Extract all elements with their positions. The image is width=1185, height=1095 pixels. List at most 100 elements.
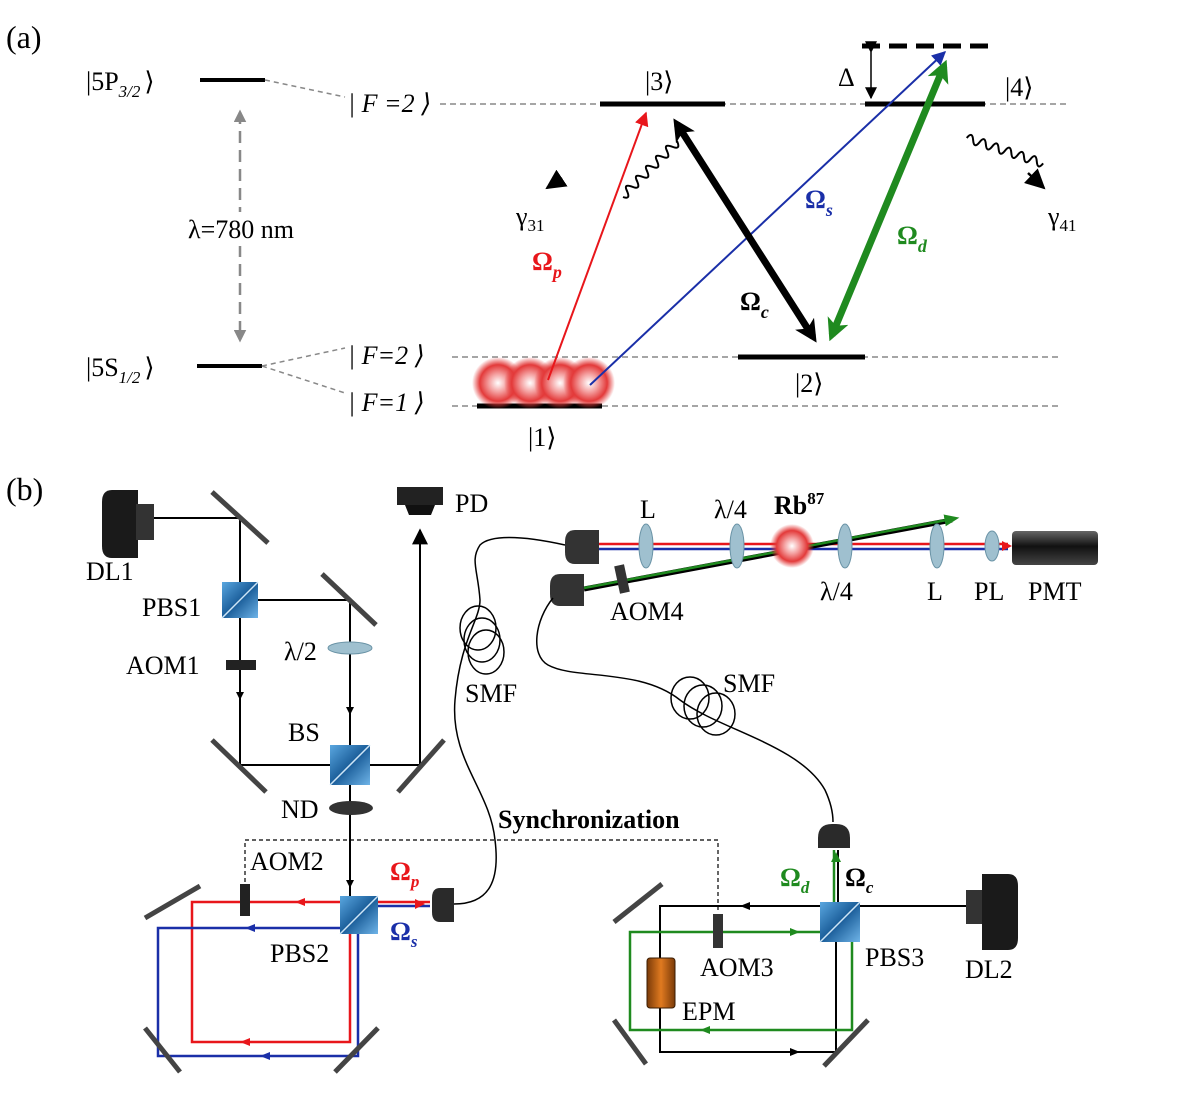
- sync-line: [244, 839, 719, 912]
- beam-arrow-aom1: [236, 692, 244, 700]
- f2-upper-label: | F =2 ⟩: [348, 89, 431, 118]
- aom1-label: AOM1: [126, 651, 200, 680]
- lens-l-2: [929, 523, 945, 569]
- beam-arrow-pbs2-in: [346, 880, 354, 888]
- level-5s-label: |5S1/2⟩: [86, 353, 155, 387]
- bs-label: BS: [288, 718, 320, 747]
- right-omega-d-label: Ωd: [780, 863, 810, 897]
- pbs3-label: PBS3: [865, 943, 924, 972]
- aom4-device: [614, 564, 630, 594]
- right-omega-c-label: Ωc: [845, 863, 874, 897]
- pbs1-diagonal: [221, 581, 259, 619]
- smf1-label: SMF: [465, 679, 517, 708]
- pbs1-label: PBS1: [142, 593, 201, 622]
- pmt-device: [1012, 531, 1098, 565]
- probe-out-arrow: [415, 899, 425, 909]
- hf-connector-upper: [264, 79, 346, 98]
- smf-coils-2: [670, 676, 736, 736]
- qwp-1: [729, 523, 745, 569]
- mirror-m9: [611, 1018, 649, 1066]
- mirror-m5: [143, 883, 202, 921]
- decay-4-arrow: [1024, 168, 1046, 190]
- detuning-label: Δ: [838, 63, 855, 92]
- state-1-label: |1⟩: [528, 423, 556, 452]
- panel-a-label: (a): [6, 19, 42, 55]
- qwp-2-label: λ/4: [820, 577, 853, 606]
- smf-fiber-2: [536, 597, 834, 823]
- omega-d-label: Ωd: [897, 221, 928, 256]
- pl-label: PL: [974, 577, 1004, 606]
- omega-c-label: Ωc: [740, 287, 769, 322]
- right-loop-arrow-bottom: [790, 1048, 800, 1056]
- lens-l-2-label: L: [927, 577, 943, 606]
- decay-3-arrow: [545, 169, 568, 190]
- left-omega-p-label: Ωp: [390, 857, 419, 891]
- loop-red-arrow-bottom: [240, 1038, 250, 1046]
- mirror-m4: [396, 738, 446, 794]
- rb-label: Rb87: [774, 489, 825, 520]
- smf-coils-1: [459, 605, 505, 675]
- collimator-top: [565, 530, 599, 564]
- right-loop-arrow-top: [740, 902, 750, 910]
- rb-cell: [770, 524, 814, 568]
- level-5p-label: |5P3/2⟩: [86, 67, 155, 101]
- coupling-transition-arrow: [673, 118, 817, 343]
- bs-diagonal: [329, 744, 371, 786]
- photodiode: [397, 487, 443, 515]
- pbs3-diagonal: [819, 901, 861, 943]
- aom4-label: AOM4: [610, 597, 684, 626]
- f1-lower-label: | F=1 ⟩: [348, 388, 425, 417]
- mirror-m3: [210, 738, 268, 794]
- smf-fiber-1: [453, 536, 566, 905]
- pmt-input-arrow: [1002, 541, 1012, 551]
- qwp-1-label: λ/4: [714, 495, 747, 524]
- epm-label: EPM: [682, 997, 735, 1026]
- lens-l-1-label: L: [640, 495, 656, 524]
- gamma31-label: γ31: [515, 202, 545, 235]
- sync-label: Synchronization: [498, 805, 680, 834]
- aom3-device: [713, 914, 723, 948]
- state-4-label: |4⟩: [1005, 73, 1033, 102]
- gamma41-label: γ41: [1047, 202, 1077, 235]
- panel-b: (b) DL1 PD PB: [6, 471, 1098, 1074]
- mirror-m1: [210, 490, 270, 545]
- drive-up-arrow: [831, 852, 841, 862]
- drive-transition-arrow: [827, 59, 949, 342]
- right-loop-arrow-green: [790, 928, 800, 936]
- half-wave-label: λ/2: [284, 637, 317, 666]
- fiber-coupler-right: [818, 824, 850, 848]
- loop-blue-arrow-bottom: [260, 1052, 270, 1060]
- aom1-device: [226, 660, 256, 670]
- mirror-m7: [333, 1026, 380, 1074]
- probe-transition-arrow: [547, 111, 649, 381]
- state-3-label: |3⟩: [645, 67, 673, 96]
- pbs2-label: PBS2: [270, 939, 329, 968]
- hf-connector-f2: [261, 347, 346, 367]
- left-black-beams: [154, 517, 428, 898]
- omega-s-label: Ωs: [805, 185, 833, 220]
- mirror-m10: [822, 1018, 870, 1068]
- dl1-label: DL1: [86, 557, 134, 586]
- decay-4-wiggle: [965, 133, 1044, 168]
- decay-3-wiggle: [622, 140, 680, 199]
- dl1-laser: [102, 490, 154, 558]
- dl2-label: DL2: [965, 955, 1013, 984]
- loop-red-arrow-top: [295, 898, 305, 906]
- smf2-label: SMF: [723, 669, 775, 698]
- mirror-m6: [143, 1026, 182, 1074]
- fiber-coupler-left: [432, 888, 454, 922]
- lens-l-1: [638, 523, 654, 569]
- dl2-laser: [966, 874, 1018, 950]
- atom-cloud: [472, 357, 615, 409]
- loop-blue-arrow-top: [245, 924, 255, 932]
- mirror-m8: [612, 882, 664, 924]
- wavelength-bg: [183, 212, 338, 246]
- qwp-2: [837, 523, 853, 569]
- mirror-m2: [320, 572, 378, 627]
- pd-label: PD: [455, 489, 488, 518]
- panel-b-label: (b): [6, 471, 43, 507]
- nd-filter: [329, 801, 373, 815]
- hf-connector-f1: [261, 365, 346, 394]
- left-omega-s-label: Ωs: [390, 917, 418, 951]
- drive-beam-top: [583, 514, 960, 590]
